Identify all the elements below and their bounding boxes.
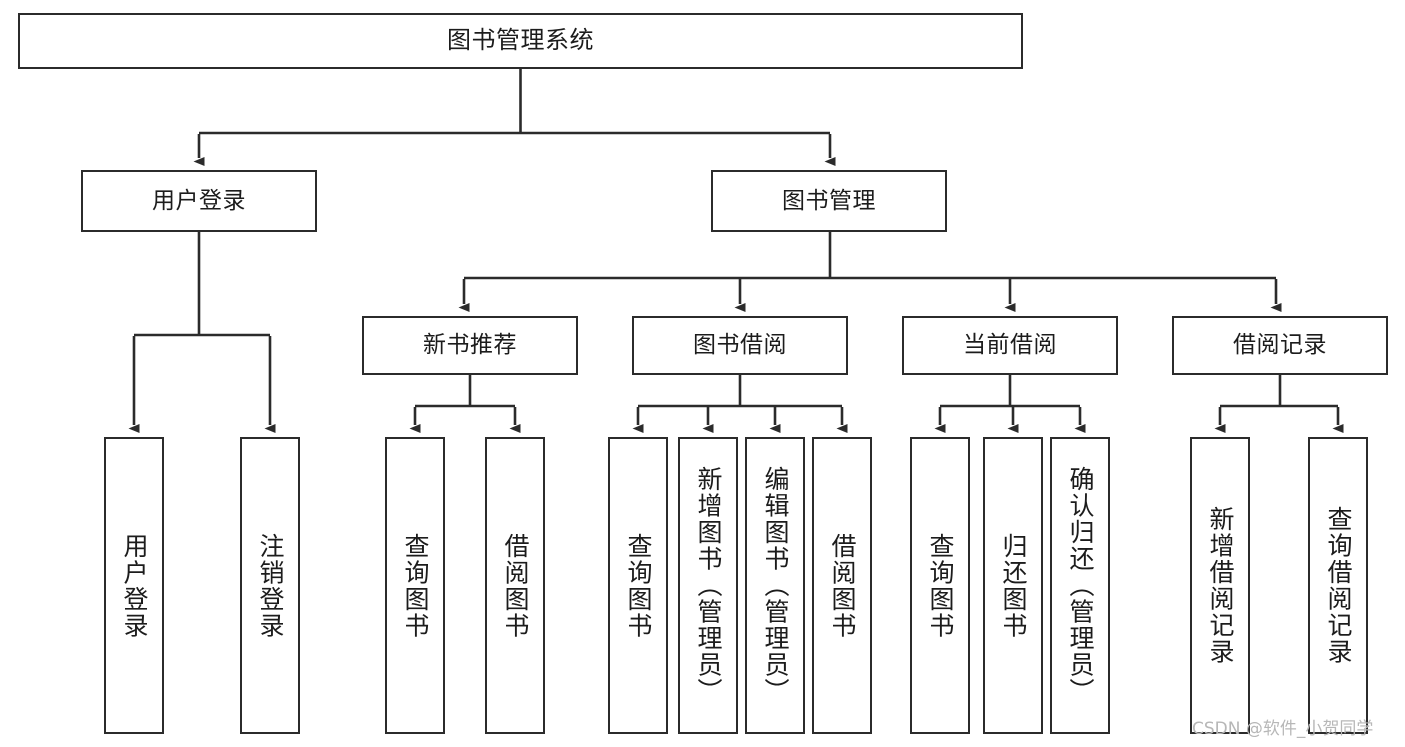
node-label: 图书借阅: [693, 332, 787, 359]
node-book-management[interactable]: 图书管理: [711, 170, 947, 232]
node-label: 查询图书: [624, 532, 653, 639]
node-label: 注销登录: [256, 532, 285, 639]
node-leaf-query-book-recommend[interactable]: 查询图书: [385, 437, 445, 734]
node-label: 归还图书: [999, 532, 1028, 639]
node-label: 用户登录: [152, 187, 246, 214]
node-leaf-return-book[interactable]: 归还图书: [983, 437, 1043, 734]
node-current-borrow[interactable]: 当前借阅: [902, 316, 1118, 375]
node-leaf-user-login[interactable]: 用户登录: [104, 437, 164, 734]
node-root-system[interactable]: 图书管理系统: [18, 13, 1023, 69]
node-label: 编辑图书（管理员）: [761, 466, 790, 705]
node-leaf-query-book-current[interactable]: 查询图书: [910, 437, 970, 734]
node-label: 借阅图书: [501, 532, 530, 639]
node-borrow-record[interactable]: 借阅记录: [1172, 316, 1388, 375]
node-label: 查询图书: [926, 532, 955, 639]
node-leaf-borrow-book[interactable]: 借阅图书: [812, 437, 872, 734]
node-label: 当前借阅: [963, 332, 1057, 359]
node-label: 新增借阅记录: [1206, 506, 1235, 665]
node-leaf-query-book[interactable]: 查询图书: [608, 437, 668, 734]
node-new-book-recommend[interactable]: 新书推荐: [362, 316, 578, 375]
node-leaf-confirm-return[interactable]: 确认归还（管理员）: [1050, 437, 1110, 734]
node-label: 用户登录: [120, 532, 149, 639]
node-label: 新书推荐: [423, 332, 517, 359]
node-label: 新增图书（管理员）: [694, 466, 723, 705]
node-label: 借阅图书: [828, 532, 857, 639]
node-label: 查询借阅记录: [1324, 506, 1353, 665]
node-label: 图书管理: [782, 187, 876, 214]
node-leaf-add-book[interactable]: 新增图书（管理员）: [678, 437, 738, 734]
node-user-login[interactable]: 用户登录: [81, 170, 317, 232]
node-label: 图书管理系统: [447, 26, 594, 55]
node-leaf-edit-book[interactable]: 编辑图书（管理员）: [745, 437, 805, 734]
node-label: 查询图书: [401, 532, 430, 639]
node-leaf-borrow-book-recommend[interactable]: 借阅图书: [485, 437, 545, 734]
node-leaf-logout[interactable]: 注销登录: [240, 437, 300, 734]
node-leaf-add-borrow-record[interactable]: 新增借阅记录: [1190, 437, 1250, 734]
node-leaf-query-borrow-record[interactable]: 查询借阅记录: [1308, 437, 1368, 734]
node-label: 借阅记录: [1233, 332, 1327, 359]
node-book-borrow[interactable]: 图书借阅: [632, 316, 848, 375]
csdn-watermark: CSDN @软件_小贺同学: [1192, 719, 1374, 739]
node-label: 确认归还（管理员）: [1066, 466, 1095, 705]
